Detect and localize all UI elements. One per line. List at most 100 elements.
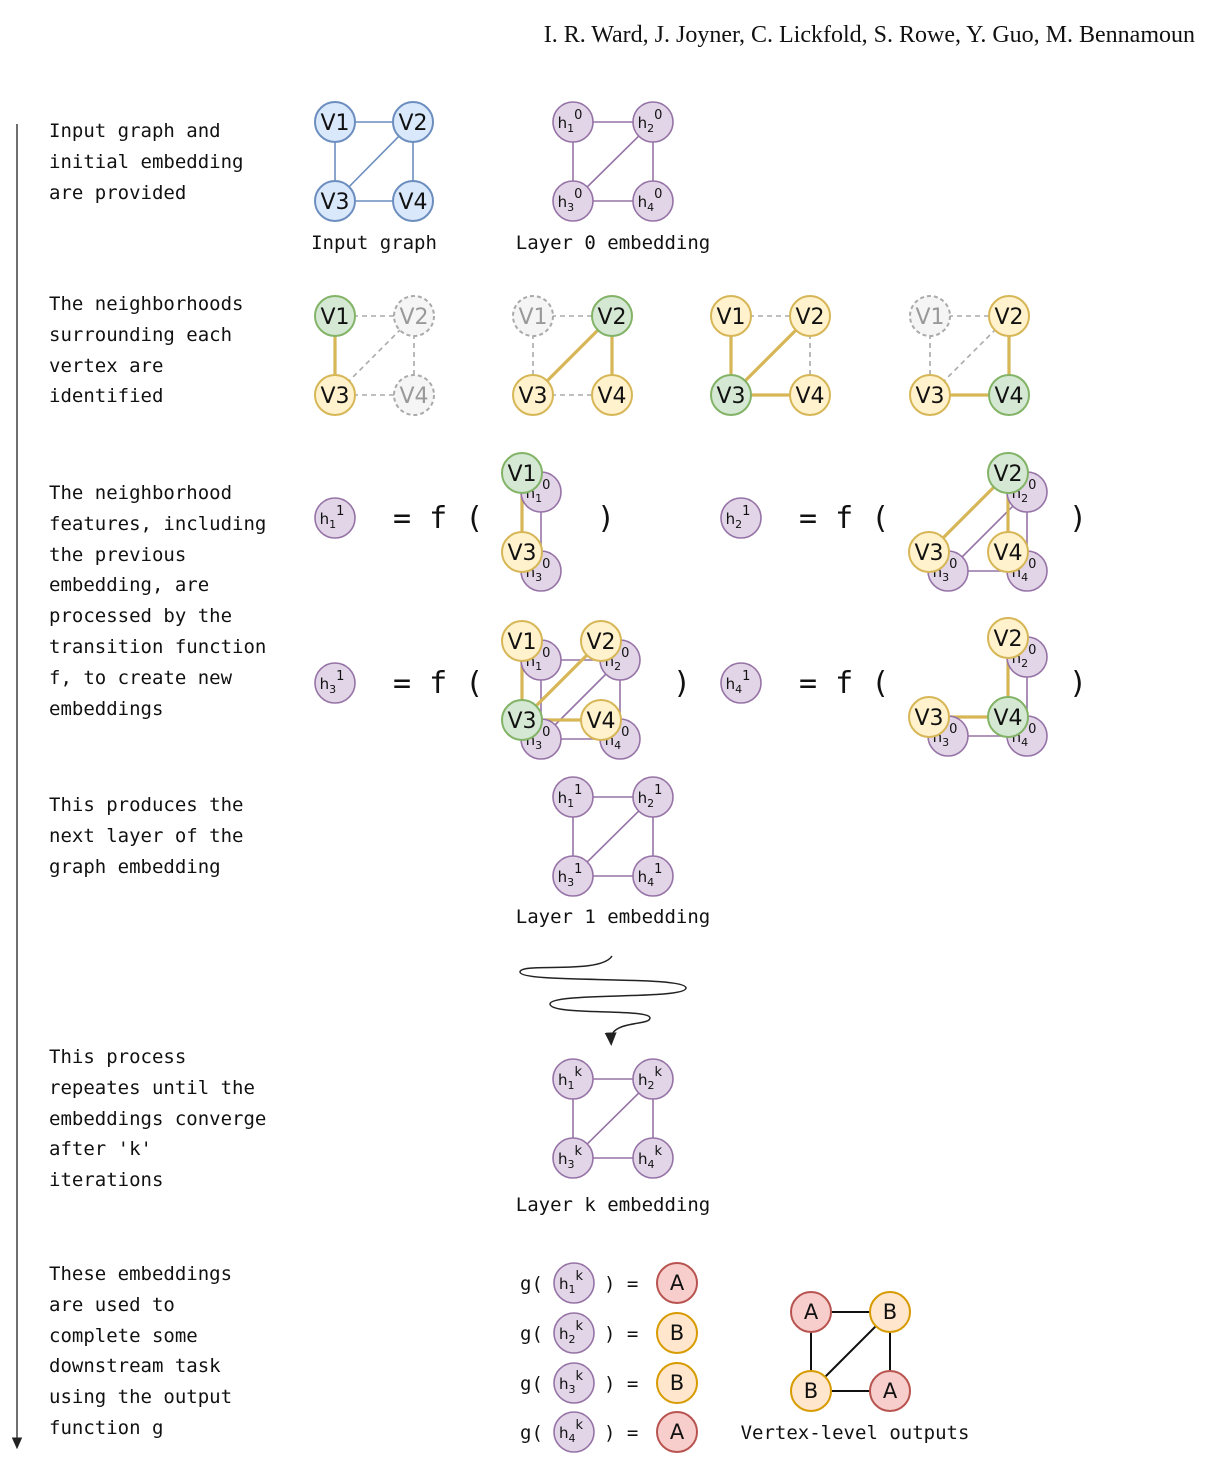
eq-3-v1: [501, 620, 543, 662]
layerk-node-h4: [632, 1137, 674, 1179]
neighborhood-4-v2: [988, 295, 1030, 337]
eq-3-v4: [580, 699, 622, 741]
eq-close-paren-3: ): [673, 666, 691, 701]
neighborhood-4-v4: [988, 374, 1030, 416]
layer1-node-h2: [632, 776, 674, 818]
output-fn-close-1: ) =: [604, 1273, 638, 1295]
neighborhood-1-v3: [314, 374, 356, 416]
layerk-node-h2: [632, 1058, 674, 1100]
caption-layerk: Layer k embedding: [516, 1194, 710, 1216]
eq-close-paren-2: ): [1069, 501, 1087, 536]
output-graph-node-1: [790, 1291, 832, 1333]
input-vertex-2: [392, 101, 434, 143]
eq-3-v1-label: V1: [507, 630, 536, 655]
eq-4-v2: [987, 617, 1029, 659]
output-graph-node-3: [790, 1370, 832, 1412]
neighborhood-1-v3-label: V3: [320, 384, 349, 409]
neighborhood-1-v4-label: V4: [399, 384, 428, 409]
eq-result-h4: [720, 662, 762, 704]
neighborhood-1-v2: [393, 295, 435, 337]
layerk-node-h3: [552, 1137, 594, 1179]
neighborhood-2-v4: [591, 374, 633, 416]
eq-transition-2: = f (: [799, 501, 889, 536]
caption-input-graph: Input graph: [311, 232, 437, 254]
output-input-h3: [553, 1362, 595, 1404]
step-text-input: Input graph and initial embedding are pr…: [49, 120, 244, 204]
eq-2-v3: [908, 531, 950, 573]
input-vertex-2-label: V2: [398, 111, 427, 136]
output-input-h2: [553, 1312, 595, 1354]
eq-4-v3: [908, 696, 950, 738]
output-graph-node-2: [869, 1291, 911, 1333]
eq-4-v2-label: V2: [993, 627, 1022, 652]
caption-layer0: Layer 0 embedding: [516, 232, 710, 254]
neighborhood-3-v4-label: V4: [795, 384, 824, 409]
neighborhood-3-v2: [789, 295, 831, 337]
neighborhood-1-v1-label: V1: [320, 305, 349, 330]
eq-2-v2: [987, 452, 1029, 494]
neighborhood-2-v3-label: V3: [518, 384, 547, 409]
eq-2-v3-label: V3: [914, 541, 943, 566]
eq-4-v4-label: V4: [993, 706, 1022, 731]
step-text-transition: The neighborhood features, including the…: [49, 482, 267, 720]
eq-4-v3-label: V3: [914, 706, 943, 731]
eq-1-v1: [501, 452, 543, 494]
caption-vertex-outputs: Vertex-level outputs: [741, 1422, 970, 1444]
neighborhood-3-v3-label: V3: [716, 384, 745, 409]
eq-3-v2: [580, 620, 622, 662]
output-fn-open-4: g(: [520, 1422, 543, 1444]
eq-close-paren-4: ): [1069, 666, 1087, 701]
iteration-arrow: [519, 955, 687, 1046]
neighborhood-4-v1: [909, 295, 951, 337]
eq-close-paren-1: ): [597, 501, 615, 536]
input-vertex-3-label: V3: [320, 190, 349, 215]
eq-transition-3: = f (: [393, 666, 483, 701]
output-input-h4: [553, 1411, 595, 1453]
neighborhood-1-v2-label: V2: [399, 305, 428, 330]
neighborhood-4-v1-label: V1: [915, 305, 944, 330]
neighborhood-2-v1-label: V1: [518, 305, 547, 330]
output-graph-node-1-label: A: [804, 1300, 819, 1324]
neighborhood-2-v3: [512, 374, 554, 416]
input-vertex-3: [314, 180, 356, 222]
layer0-node-h3: [552, 180, 594, 222]
eq-transition-1: = f (: [393, 501, 483, 536]
step-text-output: These embeddings are used to complete so…: [49, 1263, 233, 1439]
output-result-1: [656, 1262, 698, 1304]
eq-1-v3-label: V3: [507, 541, 536, 566]
layer0-node-h1: [552, 101, 594, 143]
layer0-node-h4: [632, 180, 674, 222]
output-result-3-label: B: [670, 1371, 684, 1395]
output-graph-node-3-label: B: [804, 1379, 818, 1403]
output-graph-node-2-label: B: [883, 1300, 897, 1324]
layer0-node-h2: [632, 101, 674, 143]
output-result-4-label: A: [670, 1420, 685, 1444]
author-list: I. R. Ward, J. Joyner, C. Lickfold, S. R…: [543, 22, 1195, 48]
neighborhood-3-v4: [789, 374, 831, 416]
output-graph-node-4: [869, 1370, 911, 1412]
eq-1-v1-label: V1: [507, 462, 536, 487]
neighborhood-2-v2: [591, 295, 633, 337]
eq-4-v4: [987, 696, 1029, 738]
layer1-node-h4: [632, 855, 674, 897]
neighborhood-4-v2-label: V2: [994, 305, 1023, 330]
neighborhood-2-v2-label: V2: [597, 305, 626, 330]
output-fn-open-1: g(: [520, 1273, 543, 1295]
step-text-next-layer: This produces the next layer of the grap…: [49, 794, 244, 878]
step-text-iterate: This process repeates until the embeddin…: [49, 1046, 267, 1192]
layer1-node-h1: [552, 776, 594, 818]
eq-3-v4-label: V4: [586, 709, 615, 734]
output-result-2: [656, 1312, 698, 1354]
caption-layer1: Layer 1 embedding: [516, 906, 710, 928]
output-fn-open-3: g(: [520, 1373, 543, 1395]
eq-3-v3-label: V3: [507, 709, 536, 734]
eq-result-h3: [314, 662, 356, 704]
eq-1-v3: [501, 531, 543, 573]
output-result-4: [656, 1411, 698, 1453]
neighborhood-2-v4-label: V4: [597, 384, 626, 409]
neighborhood-3-v3: [710, 374, 752, 416]
output-fn-close-2: ) =: [604, 1323, 638, 1345]
neighborhood-4-v3-label: V3: [915, 384, 944, 409]
eq-transition-4: = f (: [799, 666, 889, 701]
